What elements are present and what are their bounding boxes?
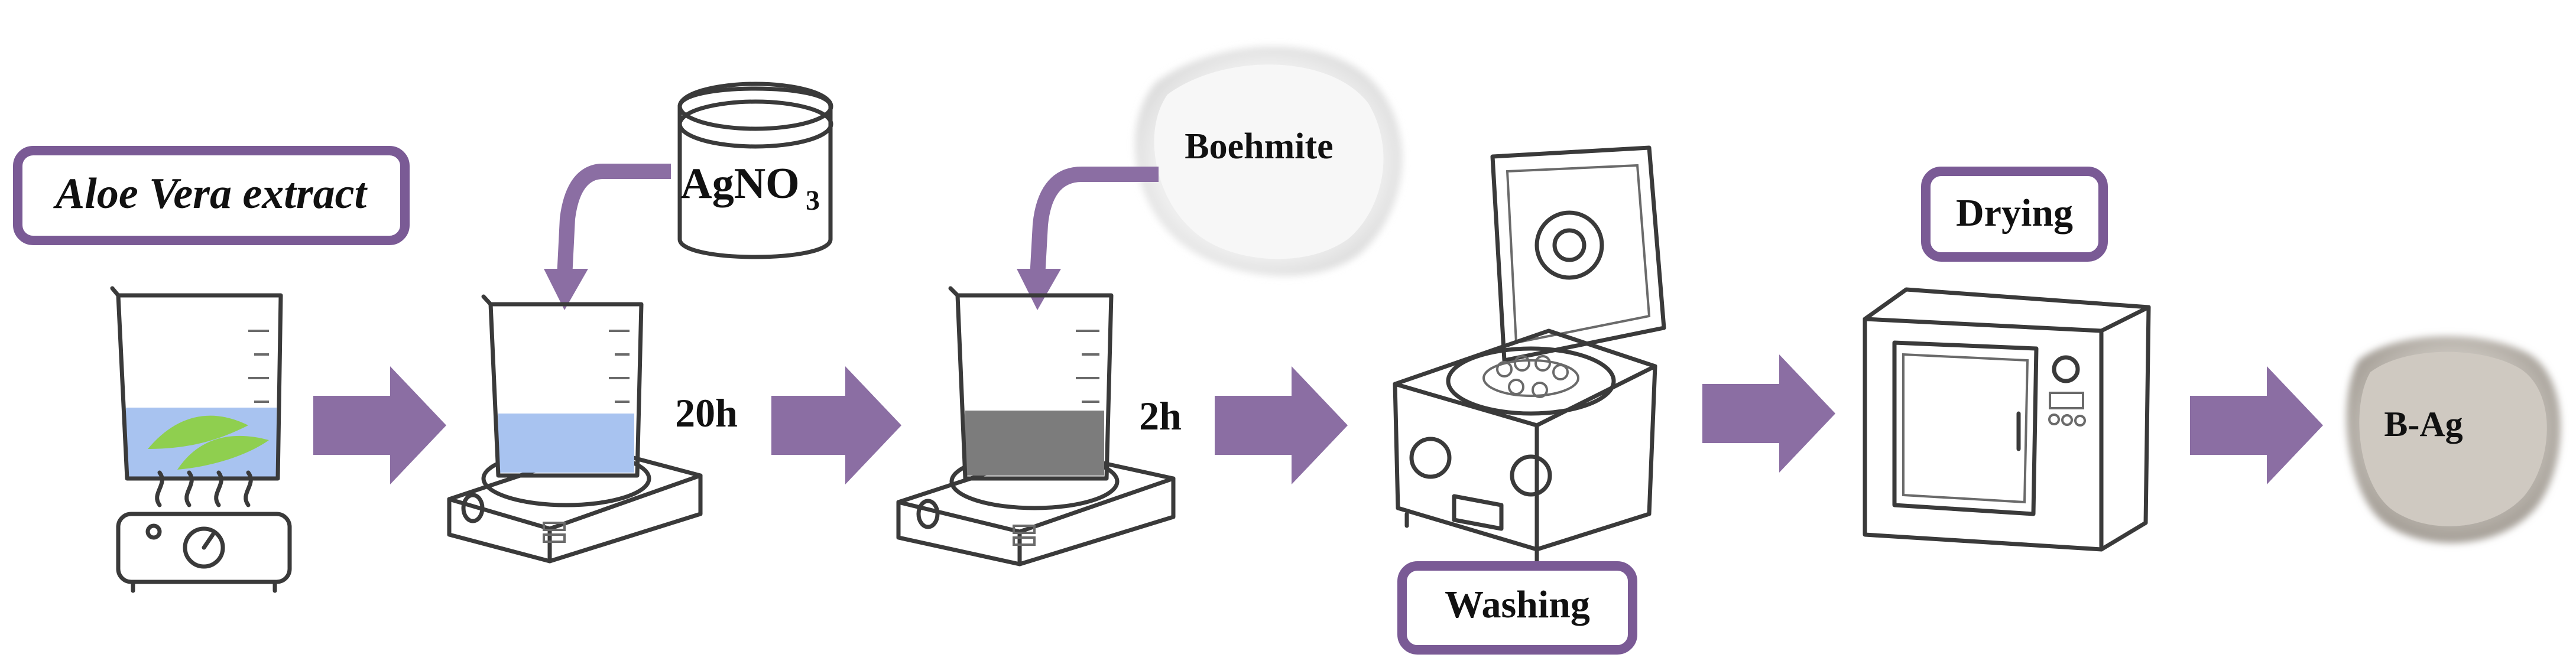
process-arrow-5 (2190, 366, 2323, 484)
process-arrow-4 (1702, 354, 1835, 473)
process-arrow-2 (771, 366, 901, 484)
oven-icon (1863, 287, 2151, 552)
drying-label-box: Drying (1921, 167, 2108, 262)
boehmite-addition-arrow (1030, 167, 1159, 278)
aloe-leaf-icon (177, 435, 269, 470)
aloe-leaf-icon (148, 415, 248, 449)
drying-label: Drying (1956, 191, 2073, 235)
agno3-label: AgNO (680, 160, 799, 208)
process-arrow-1 (313, 366, 446, 484)
beaker-2-icon (948, 286, 1114, 481)
b-ag-powder-icon: B-Ag (2346, 336, 2561, 543)
washing-label: Washing (1445, 583, 1590, 626)
agno3-jar-icon: AgNO 3 (677, 82, 833, 259)
time-step2-label: 2h (1139, 393, 1182, 438)
washing-label-box: Washing (1397, 561, 1637, 655)
agno3-addition-arrowhead (544, 269, 588, 310)
hot-plate-icon (116, 512, 292, 593)
b-ag-label: B-Ag (2384, 405, 2463, 444)
boehmite-addition-arrowhead (1017, 269, 1061, 310)
aloe-vera-label-box: Aloe Vera extract (13, 146, 410, 245)
light-solution (498, 414, 634, 473)
heat-waves-icon (155, 470, 253, 507)
aloe-beaker-icon (110, 286, 283, 481)
agno3-addition-arrow (557, 164, 671, 278)
boehmite-powder-icon: Boehmite (1135, 46, 1403, 276)
time-step1-label: 20h (675, 390, 738, 435)
agno3-subscript: 3 (806, 185, 820, 216)
beaker-1-icon (481, 294, 644, 478)
dark-solution (965, 411, 1104, 476)
boehmite-label: Boehmite (1185, 126, 1333, 167)
aloe-vera-label: Aloe Vera extract (53, 170, 368, 218)
centrifuge-icon (1393, 145, 1666, 564)
process-arrow-3 (1215, 366, 1348, 484)
